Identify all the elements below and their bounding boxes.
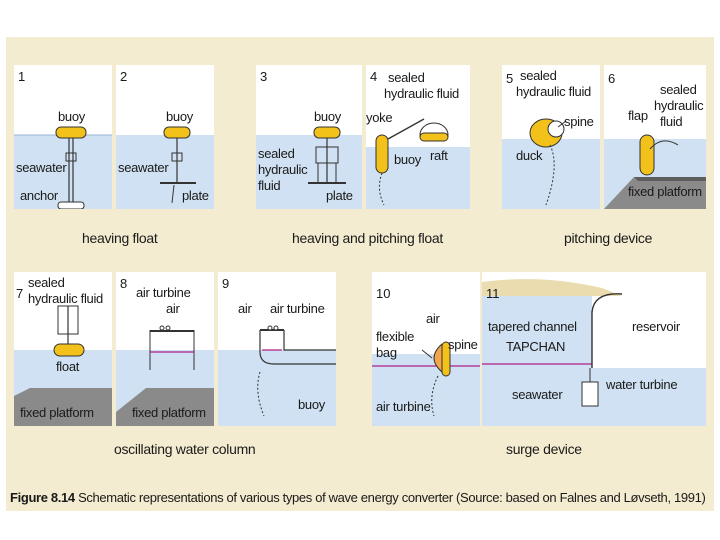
buoy-label: buoy (394, 152, 421, 167)
panel-5-drawing (502, 118, 600, 209)
panel-number: 3 (260, 69, 268, 84)
panel-8: 8 air turbine air fixed platform (116, 272, 214, 426)
group-label-surge: surge device (506, 441, 582, 457)
seawater-label: seawater (16, 160, 67, 175)
panel-7-drawing (14, 305, 112, 426)
buoy-label: buoy (58, 109, 85, 124)
panel-number: 2 (120, 69, 128, 84)
fluid-label: fluid (660, 114, 683, 129)
panel-number: 4 (370, 69, 378, 84)
panel-5: 5 sealed hydraulic fluid spine duck (502, 65, 600, 209)
plate-label: plate (326, 188, 353, 203)
caption-text: Schematic representations of various typ… (78, 490, 706, 505)
panel-4-drawing (366, 118, 470, 209)
panel-11: 11 tapered channel TAPCHAN reservoir sea… (482, 272, 706, 426)
figure: 1 buoy seawater anchor 2 buoy seawater p… (6, 37, 714, 511)
duck-label: duck (516, 148, 543, 163)
air-label: air (166, 301, 180, 316)
fixed-platform-label: fixed platform (132, 405, 206, 420)
hydraulic-label: hydraulic (654, 98, 704, 113)
flap-label: flap (628, 108, 648, 123)
spine-label: spine (448, 337, 478, 352)
panel-9-drawing (218, 325, 336, 426)
panel-number: 10 (376, 286, 391, 301)
panel-3: 3 buoy sealed hydraulic fluid plate (256, 65, 362, 209)
sealed-label: sealed (660, 82, 697, 97)
group-label-pitching-device: pitching device (564, 230, 653, 246)
flexible-label: flexible (376, 329, 415, 344)
seawater-label: seawater (512, 387, 563, 402)
panel-1: 1 buoy seawater anchor (14, 65, 112, 209)
panel-9: 9 air air turbine buoy (218, 272, 336, 426)
group-label-heaving-pitching: heaving and pitching float (292, 230, 443, 246)
panel-7: 7 sealed hydraulic fluid float fixed pla… (14, 272, 112, 426)
figure-caption: Figure 8.14 Schematic representations of… (10, 490, 710, 505)
buoy-label: buoy (298, 397, 325, 412)
panel-number: 8 (120, 276, 128, 291)
air-label: air (426, 311, 440, 326)
reservoir-label: reservoir (632, 319, 680, 334)
bag-label: bag (376, 345, 397, 360)
seawater-label: seawater (118, 160, 169, 175)
yoke-label: yoke (366, 110, 393, 125)
group-label-heaving-float: heaving float (82, 230, 158, 246)
spine-label: spine (564, 114, 594, 129)
buoy-label: buoy (314, 109, 341, 124)
fixed-platform-label: fixed platform (628, 184, 702, 199)
sealed-label: sealed (28, 275, 65, 290)
tapered-channel-label: tapered channel (488, 319, 577, 334)
panel-1-drawing (14, 126, 112, 209)
panel-number: 6 (608, 71, 616, 86)
raft-label: raft (430, 148, 448, 163)
fluid-label-2: hydraulic (258, 162, 308, 177)
tapchan-label: TAPCHAN (506, 339, 566, 354)
panel-3-drawing (256, 126, 362, 209)
water-turbine-label: water turbine (606, 377, 678, 392)
fluid-label-1: sealed (258, 146, 295, 161)
float-label: float (56, 359, 80, 374)
figure-number: Figure 8.14 (10, 490, 75, 505)
panel-10: 10 air flexible bag spine air turbine (372, 272, 480, 426)
panel-6-drawing (604, 134, 706, 209)
panel-6: 6 sealed hydraulic fluid flap fixed plat… (604, 65, 706, 209)
fixed-platform-label: fixed platform (20, 405, 94, 420)
panel-8-drawing (116, 325, 214, 426)
panel-11-drawing (482, 279, 706, 426)
panel-number: 9 (222, 276, 230, 291)
panel-number: 1 (18, 69, 26, 84)
sealed-label: sealed (388, 70, 425, 85)
buoy-label: buoy (166, 109, 193, 124)
panel-number: 11 (486, 286, 500, 301)
anchor-label: anchor (20, 188, 58, 203)
air-turbine-label: air turbine (270, 301, 325, 316)
hydraulic-fluid-label: hydraulic fluid (516, 84, 591, 99)
fluid-label-3: fluid (258, 178, 281, 193)
air-turbine-label: air turbine (136, 285, 191, 300)
hydraulic-fluid-label: hydraulic fluid (384, 86, 459, 101)
group-label-owc: oscillating water column (114, 441, 256, 457)
sealed-label: sealed (520, 68, 557, 83)
panel-10-drawing (372, 341, 480, 426)
plate-label: plate (182, 188, 209, 203)
panel-4: 4 sealed hydraulic fluid yoke raft buoy (366, 65, 470, 209)
air-label: air (238, 301, 252, 316)
panel-2: 2 buoy seawater plate (116, 65, 214, 209)
air-turbine-label: air turbine (376, 399, 431, 414)
panel-number: 7 (16, 286, 24, 301)
panel-2-drawing (116, 126, 214, 209)
hydraulic-fluid-label: hydraulic fluid (28, 291, 103, 306)
panel-number: 5 (506, 71, 514, 86)
